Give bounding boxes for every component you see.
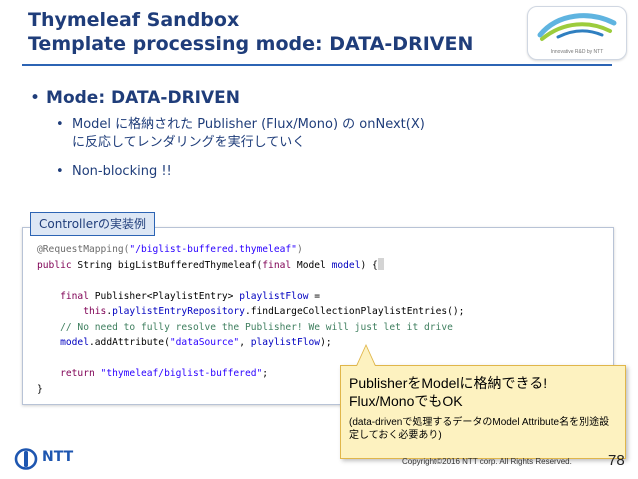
bullet-mode-text: Mode: DATA-DRIVEN bbox=[46, 88, 241, 108]
innovative-rnd-logo: Innovative R&D by NTT bbox=[527, 6, 627, 60]
logo-caption: Innovative R&D by NTT bbox=[550, 49, 604, 55]
code-keyword: final bbox=[60, 290, 89, 302]
sub-bullet-nonblocking: • Non-blocking !! bbox=[56, 163, 172, 181]
callout-note: (data-drivenで処理するデータのModel Attribute名を別途… bbox=[349, 417, 610, 441]
bullet-dot: • bbox=[30, 88, 41, 108]
ntt-wordmark: NTT bbox=[42, 449, 74, 465]
code-variable: playlistFlow bbox=[239, 290, 309, 302]
code-string: "dataSource" bbox=[169, 337, 240, 348]
code-example-box: @RequestMapping("/biglist-buffered.thyme… bbox=[22, 227, 614, 405]
code-text: ) bbox=[296, 244, 303, 255]
controller-example-tag: Controllerの実装例 bbox=[30, 212, 156, 236]
sub-bullet-publisher-line2: に反応してレンダリングを実行していく bbox=[72, 135, 306, 150]
sub-bullet-nonblocking-text: Non-blocking !! bbox=[72, 164, 172, 179]
code-text: ); bbox=[320, 337, 332, 348]
swirl-logo-icon bbox=[537, 13, 617, 41]
sub-bullet-publisher: • Model に格納された Publisher (Flux/Mono) の o… bbox=[56, 116, 425, 152]
publisher-callout: PublisherをModelに格納できる! Flux/MonoでもOK (da… bbox=[340, 365, 626, 459]
code-keyword: return bbox=[60, 368, 95, 379]
code-variable: model bbox=[60, 337, 89, 348]
code-text: .addAttribute( bbox=[89, 337, 170, 348]
code-param: model bbox=[331, 259, 361, 271]
code-annotation: @RequestMapping( bbox=[37, 244, 130, 255]
code-text: = bbox=[308, 290, 321, 302]
code-keyword: this bbox=[83, 306, 107, 317]
code-text: . bbox=[106, 306, 113, 317]
ntt-logo-icon bbox=[14, 448, 38, 470]
code-text: , bbox=[239, 337, 251, 348]
code-block: @RequestMapping("/biglist-buffered.thyme… bbox=[37, 242, 464, 397]
code-variable: playlistFlow bbox=[250, 337, 321, 348]
code-string: "/biglist-buffered.thymeleaf" bbox=[129, 244, 297, 255]
text-cursor bbox=[377, 257, 384, 270]
slide-title-line1: Thymeleaf Sandbox bbox=[28, 9, 240, 31]
code-text: Publisher<PlaylistEntry> bbox=[89, 290, 240, 302]
title-divider bbox=[22, 64, 612, 66]
bullet-mode: •Mode: DATA-DRIVEN bbox=[30, 88, 240, 108]
code-text: String bigListBufferedThymeleaf( bbox=[71, 259, 263, 271]
code-field: playlistEntryRepository bbox=[112, 306, 245, 317]
slide-title: Thymeleaf Sandbox Template processing mo… bbox=[28, 8, 473, 56]
page-number: 78 bbox=[608, 452, 625, 469]
sub-bullet-publisher-line1: Model に格納された Publisher (Flux/Mono) の onN… bbox=[72, 117, 425, 132]
callout-pointer-fill bbox=[357, 346, 375, 366]
code-text: .findLargeCollectionPlaylistEntries(); bbox=[244, 306, 465, 317]
code-keyword: public bbox=[37, 259, 72, 271]
code-text: ; bbox=[262, 368, 269, 379]
sub-bullet-dot: • bbox=[56, 164, 64, 179]
code-text: } bbox=[37, 383, 43, 395]
code-keyword: final bbox=[262, 259, 292, 271]
slide-title-line2: Template processing mode: DATA-DRIVEN bbox=[28, 33, 474, 55]
code-text: Model bbox=[291, 259, 332, 271]
callout-line1: PublisherをModelに格納できる! bbox=[349, 375, 548, 391]
code-text: ) { bbox=[360, 259, 378, 271]
code-string: "thymeleaf/biglist-buffered" bbox=[100, 368, 263, 379]
sub-bullet-dot: • bbox=[56, 117, 64, 132]
callout-line2: Flux/MonoでもOK bbox=[349, 393, 463, 409]
copyright-text: Copyright©2016 NTT corp. All Rights Rese… bbox=[402, 457, 572, 466]
code-comment: // No need to fully resolve the Publishe… bbox=[60, 321, 453, 333]
